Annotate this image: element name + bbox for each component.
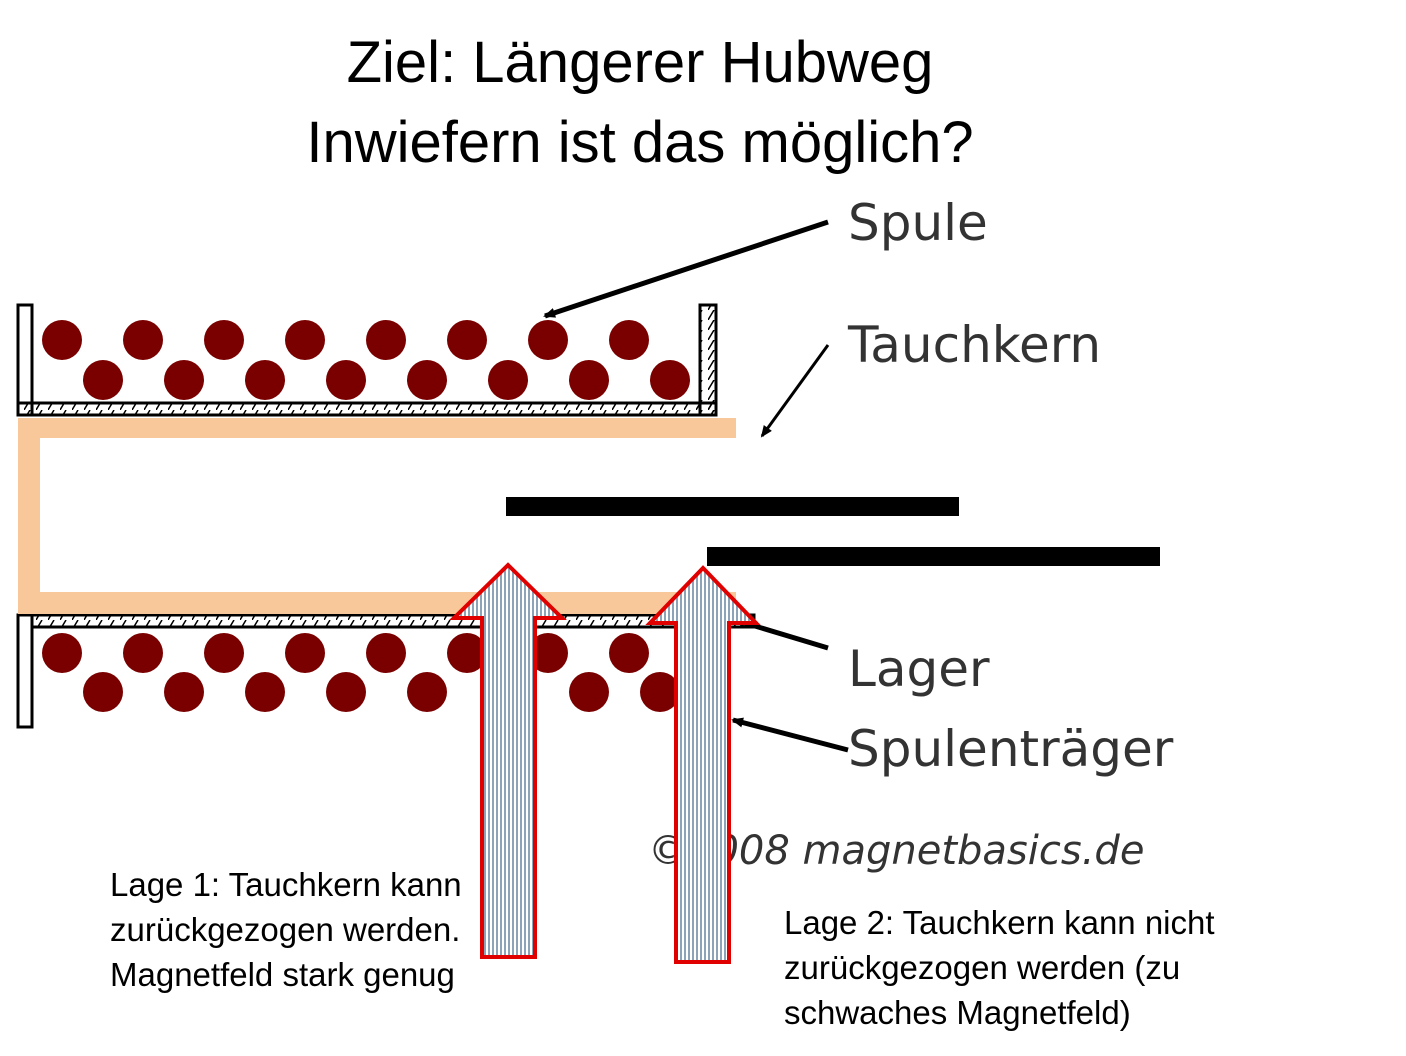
coil-dot <box>366 320 406 360</box>
coil-dot <box>285 320 325 360</box>
coil-dot <box>447 633 487 673</box>
coil-dot <box>488 360 528 400</box>
coil-dot <box>204 320 244 360</box>
note-position-1: Lage 1: Tauchkern kann zurückgezogen wer… <box>110 862 462 997</box>
coil-dot <box>83 672 123 712</box>
coil-dot <box>326 672 366 712</box>
coil-dot <box>569 360 609 400</box>
coil-dot <box>285 633 325 673</box>
note-position-2-line-2: zurückgezogen werden (zu <box>784 949 1181 986</box>
coil-dot <box>326 360 366 400</box>
coil-dot <box>407 672 447 712</box>
arrow-position-2 <box>645 565 761 964</box>
label-lager: Lager <box>848 640 990 698</box>
coil-dot <box>609 320 649 360</box>
core-bar-position-1 <box>506 497 959 516</box>
core-bar-position-2 <box>707 547 1160 566</box>
label-spule: Spule <box>848 194 988 252</box>
label-tauchkern: Tauchkern <box>847 316 1101 374</box>
coil-dot <box>245 672 285 712</box>
note-position-1-line-1: Lage 1: Tauchkern kann <box>110 866 462 903</box>
coil-dot <box>245 360 285 400</box>
coil-dot <box>447 320 487 360</box>
coil-dot <box>42 320 82 360</box>
title-line-2: Inwiefern ist das möglich? <box>306 110 974 175</box>
note-position-1-line-3: Magnetfeld stark genug <box>110 956 455 993</box>
coil-dot <box>204 633 244 673</box>
coil-dot <box>569 672 609 712</box>
lower-coil-former <box>16 613 756 729</box>
coil-dot <box>650 360 690 400</box>
coil-dot <box>528 320 568 360</box>
coil-windings <box>42 320 690 712</box>
arrow-position-1 <box>449 562 567 959</box>
note-position-2: Lage 2: Tauchkern kann nicht zurückgezog… <box>784 900 1215 1035</box>
coil-dot <box>609 633 649 673</box>
note-position-2-line-3: schwaches Magnetfeld) <box>784 994 1131 1031</box>
coil-dot <box>83 360 123 400</box>
note-position-2-line-1: Lage 2: Tauchkern kann nicht <box>784 904 1215 941</box>
coil-dot <box>528 633 568 673</box>
coil-dot <box>123 320 163 360</box>
upper-coil-former <box>16 303 718 417</box>
coil-dot <box>407 360 447 400</box>
note-position-1-line-2: zurückgezogen werden. <box>110 911 461 948</box>
title-line-1: Ziel: Längerer Hubweg <box>346 30 934 95</box>
coil-dot <box>164 672 204 712</box>
coil-dot <box>366 633 406 673</box>
coil-dot <box>123 633 163 673</box>
coil-dot <box>42 633 82 673</box>
coil-dot <box>164 360 204 400</box>
label-spulentraeger: Spulenträger <box>848 720 1174 778</box>
coil-dot <box>640 672 680 712</box>
plunger-core <box>18 418 736 614</box>
